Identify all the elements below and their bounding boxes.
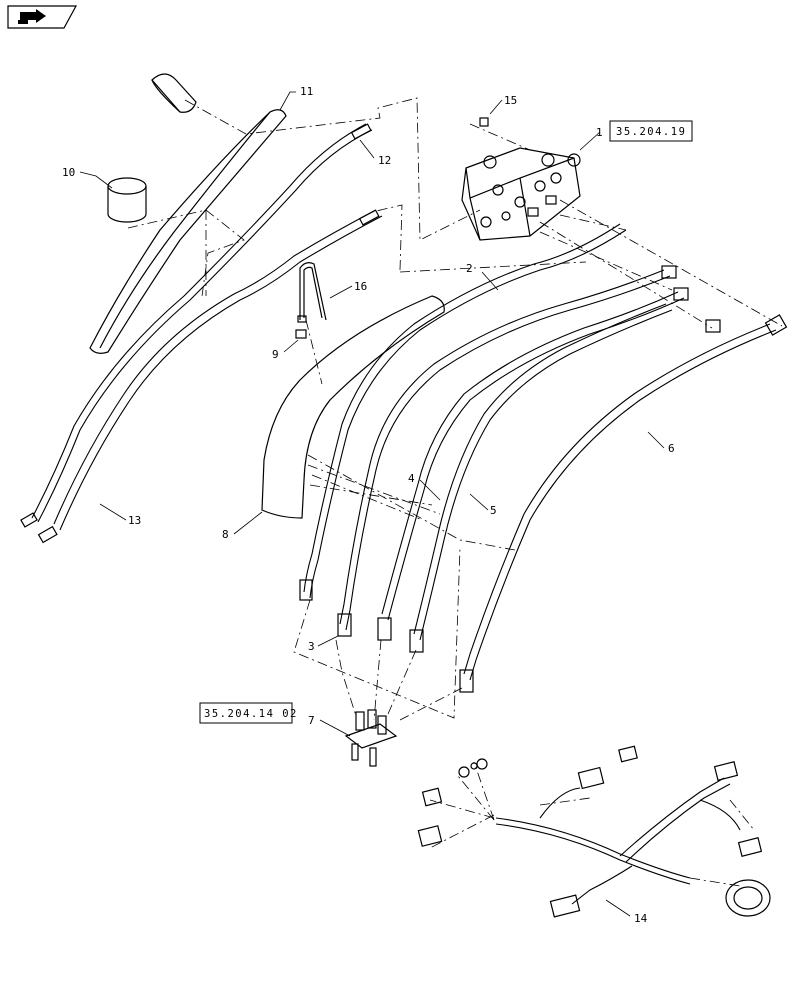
leader-lines <box>79 91 665 917</box>
ref-valve-box[interactable]: 35.204.19 <box>609 120 693 142</box>
callout-8[interactable]: 8 <box>222 528 229 541</box>
callout-13[interactable]: 13 <box>128 514 141 527</box>
control-valve-part-1[interactable] <box>461 147 581 241</box>
callout-11[interactable]: 11 <box>300 85 313 98</box>
ref-coupler-label: 35.204.14 02 <box>204 708 298 720</box>
callout-15[interactable]: 15 <box>504 94 517 107</box>
hose-3[interactable] <box>337 265 677 637</box>
protective-sleeve-part-8[interactable] <box>261 295 445 519</box>
callout-7[interactable]: 7 <box>308 714 315 727</box>
arrow-hand-icon <box>18 9 46 24</box>
hose-2[interactable] <box>299 223 627 601</box>
sleeve-part-10[interactable] <box>107 177 147 223</box>
callout-14[interactable]: 14 <box>634 912 648 925</box>
hose-6[interactable] <box>459 314 788 693</box>
nav-back-button[interactable] <box>7 5 78 29</box>
hose-13[interactable] <box>37 209 383 544</box>
callout-4[interactable]: 4 <box>408 472 415 485</box>
callout-9[interactable]: 9 <box>272 348 279 361</box>
callout-10[interactable]: 10 <box>62 166 75 179</box>
callouts: 1 2 3 4 5 6 7 8 9 10 11 12 13 14 15 16 <box>62 85 675 925</box>
callout-5[interactable]: 5 <box>490 504 497 517</box>
quick-coupler-part-7[interactable] <box>344 709 398 767</box>
callout-16[interactable]: 16 <box>354 280 367 293</box>
ref-valve-label: 35.204.19 <box>616 126 686 138</box>
callout-2[interactable]: 2 <box>466 262 473 275</box>
callout-12[interactable]: 12 <box>378 154 391 167</box>
callout-3[interactable]: 3 <box>308 640 315 653</box>
protective-wrap-part-11[interactable] <box>89 109 287 354</box>
ref-coupler-box[interactable]: 35.204.14 02 <box>199 702 298 724</box>
callout-6[interactable]: 6 <box>668 442 675 455</box>
wiring-harness-part-14[interactable] <box>417 745 771 918</box>
assembly-lines <box>127 97 783 887</box>
clip-cover-part-11[interactable] <box>151 73 197 113</box>
callout-1[interactable]: 1 <box>596 126 603 139</box>
bolt-part-15[interactable] <box>479 117 489 127</box>
u-bolt-part-16[interactable] <box>299 262 327 321</box>
nut-part-9[interactable] <box>295 315 307 339</box>
hose-12[interactable] <box>20 123 373 528</box>
hose-5[interactable] <box>409 303 673 653</box>
hose-4[interactable] <box>377 287 689 641</box>
